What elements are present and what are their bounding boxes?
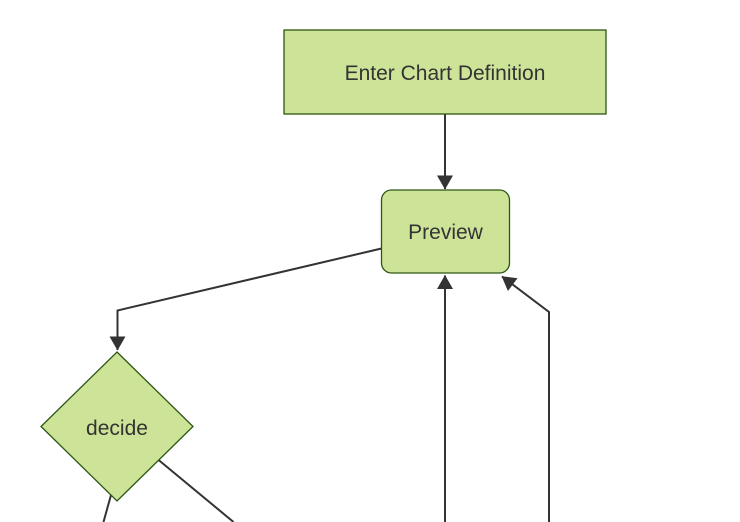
node-preview-shape — [380, 189, 511, 274]
edge-decide-to-offscreen-bottom-right — [157, 458, 235, 522]
node-decide-label: decide — [86, 417, 148, 440]
node-preview: Preview — [380, 189, 511, 274]
node-enter-chart-definition-shape — [283, 29, 607, 115]
edge-layer — [102, 114, 550, 522]
node-decide: decide — [40, 351, 194, 502]
node-enter-chart-definition: Enter Chart Definition — [283, 29, 607, 115]
node-decide-shape — [40, 351, 194, 502]
edge-decide-to-offscreen-bottom-left — [102, 494, 112, 522]
edge-offscreen-bottom-right-to-preview — [501, 275, 550, 522]
edge-preview-to-decide — [109, 247, 382, 351]
node-preview-label: Preview — [408, 221, 484, 244]
node-enter-chart-definition-label: Enter Chart Definition — [345, 62, 546, 85]
